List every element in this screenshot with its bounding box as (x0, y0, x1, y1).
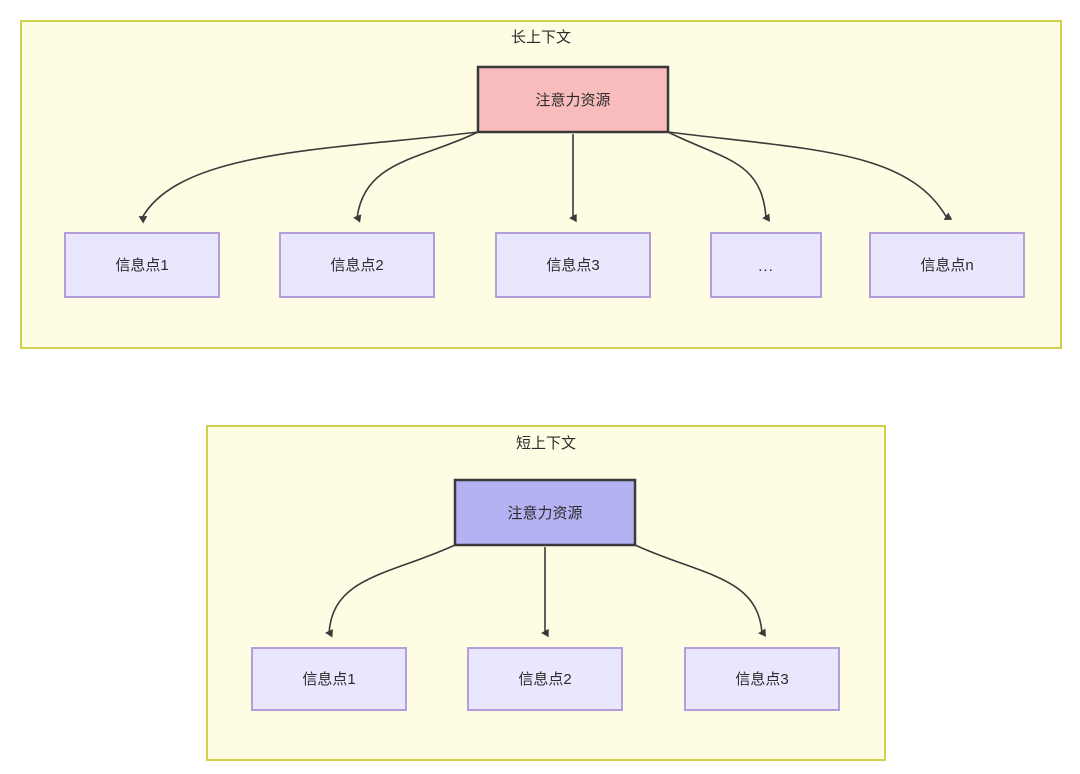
long-context-leaf-1[interactable]: 信息点1 (64, 232, 220, 298)
long-context-leaf-3-box[interactable] (495, 232, 651, 298)
long-context-root-box[interactable] (476, 65, 670, 134)
short-context-group: 短上下文 注意力资源 信息点1 信息点2 信息点3 (206, 425, 886, 761)
long-context-edges (138, 131, 953, 224)
long-context-root-label: 注意力资源 (535, 91, 610, 109)
short-context-root-label: 注意力资源 (507, 504, 582, 522)
short-context-leaf-3[interactable]: 信息点3 (684, 647, 840, 711)
long-context-leaf-3-label: 信息点3 (546, 257, 599, 274)
long-context-leaf-2-label: 信息点2 (330, 257, 383, 274)
edge-short-root-to-leaf-1 (325, 544, 456, 638)
short-context-root-node[interactable]: 注意力资源 (453, 478, 637, 547)
edge-root-to-leaf-4 (667, 131, 770, 222)
long-context-leaf-2[interactable]: 信息点2 (279, 232, 435, 298)
short-context-leaf-2-box[interactable] (467, 647, 623, 711)
short-context-leaf-1-box[interactable] (251, 647, 407, 711)
long-context-leaf-5-box[interactable] (869, 232, 1025, 298)
short-context-leaf-3-box[interactable] (684, 647, 840, 711)
short-context-leaf-1-label: 信息点1 (302, 671, 355, 688)
short-context-leaf-2[interactable]: 信息点2 (467, 647, 623, 711)
short-context-edges (325, 544, 766, 638)
short-context-title: 短上下文 (516, 435, 576, 452)
long-context-leaf-4-label: ... (758, 258, 774, 275)
edge-root-to-leaf-2 (353, 131, 479, 223)
long-context-leaf-1-box[interactable] (64, 232, 220, 298)
short-context-leaf-3-label: 信息点3 (735, 671, 788, 688)
long-context-leaf-3[interactable]: 信息点3 (495, 232, 651, 298)
edge-short-root-to-leaf-3 (634, 544, 766, 637)
long-context-leaf-1-label: 信息点1 (115, 257, 168, 274)
edge-root-to-leaf-1 (138, 131, 479, 224)
long-context-title: 长上下文 (511, 29, 571, 46)
long-context-leaf-5[interactable]: 信息点n (869, 232, 1025, 298)
long-context-leaf-5-label: 信息点n (920, 257, 973, 274)
long-context-leaf-2-box[interactable] (279, 232, 435, 298)
long-context-root-node[interactable]: 注意力资源 (476, 65, 670, 134)
long-context-group: 长上下文 注意力资源 信息点1 信息点2 (20, 20, 1062, 349)
edge-root-to-leaf-5 (667, 131, 953, 220)
long-context-leaf-4[interactable]: ... (710, 232, 822, 298)
short-context-leaf-1[interactable]: 信息点1 (251, 647, 407, 711)
short-context-root-box[interactable] (453, 478, 637, 547)
long-context-leaf-4-box[interactable] (710, 232, 822, 298)
short-context-leaf-2-label: 信息点2 (518, 671, 571, 688)
